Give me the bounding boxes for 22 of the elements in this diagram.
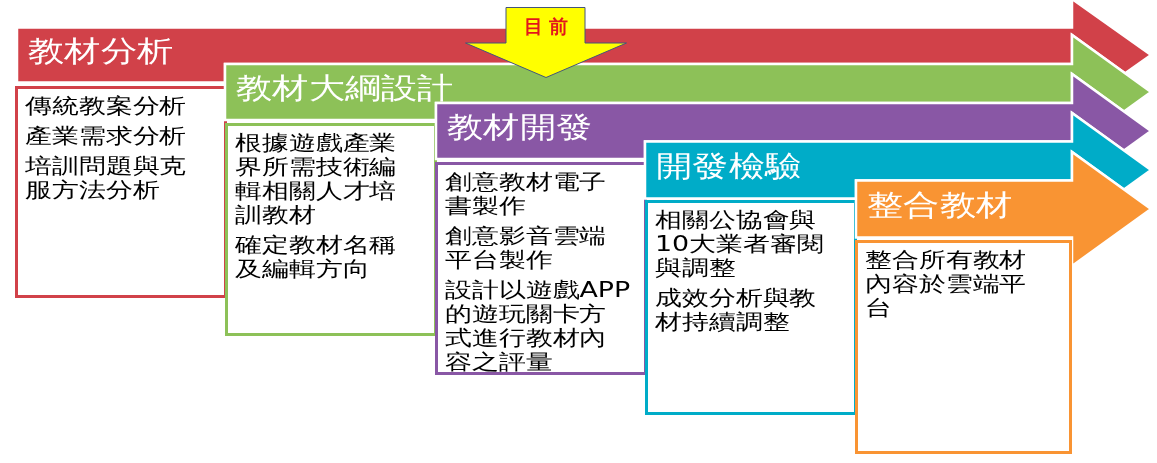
task-text: 整合所有教材內容於雲端平台 bbox=[865, 248, 1028, 320]
task-text: 根據遊戲產業界所需技術編輯相關人才培訓教材 bbox=[235, 131, 398, 227]
task-text: 設計以遊戲APP的遊玩關卡方式進行教材內容之評量 bbox=[445, 278, 632, 374]
task-text: 產業需求分析 bbox=[25, 124, 188, 148]
stage-title: 開發檢驗 bbox=[656, 149, 801, 183]
task-text: 培訓問題與克服方法分析 bbox=[25, 154, 188, 202]
task-text: 確定教材名稱及編輯方向 bbox=[235, 233, 398, 281]
task-text: 成效分析與教材持續調整 bbox=[655, 286, 818, 334]
task-box bbox=[435, 162, 647, 375]
pointer-label: 目前 bbox=[524, 15, 574, 37]
stage-title: 教材開發 bbox=[447, 110, 592, 144]
task-box bbox=[15, 86, 227, 298]
task-box bbox=[855, 240, 1072, 454]
task-text: 創意影音雲端平台製作 bbox=[445, 224, 608, 272]
task-box bbox=[225, 123, 437, 336]
task-text: 相關公協會與10大業者審閱與調整 bbox=[655, 208, 825, 280]
task-text: 傳統教案分析 bbox=[25, 94, 188, 118]
task-text: 創意教材電子書製作 bbox=[445, 170, 608, 218]
stage-title: 教材大綱設計 bbox=[236, 71, 454, 105]
stage-title: 整合教材 bbox=[867, 188, 1012, 222]
stage-title: 教材分析 bbox=[28, 34, 173, 68]
task-box bbox=[645, 200, 857, 415]
